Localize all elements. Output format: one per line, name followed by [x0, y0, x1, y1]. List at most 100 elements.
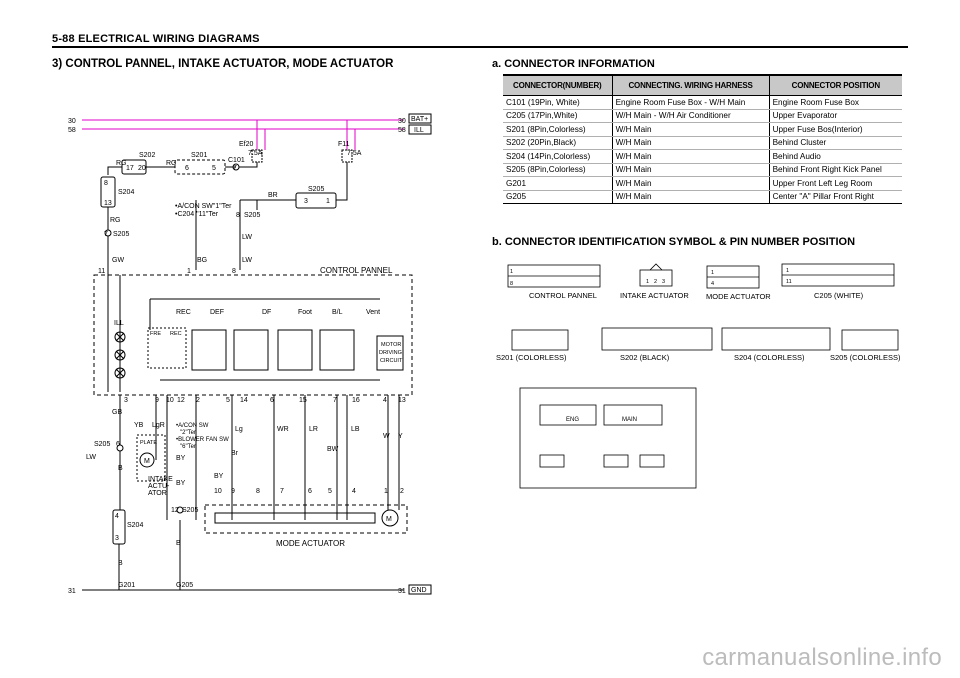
fuse-ef20: Ef20 [239, 141, 254, 148]
page-header: 5-88 ELECTRICAL WIRING DIAGRAMS [52, 33, 260, 45]
s205-lower-label: S205 [182, 507, 198, 514]
c101-pin: 7 [233, 165, 237, 172]
s201-pin-b: 5 [212, 165, 216, 172]
wire-y: Y [398, 433, 403, 440]
fuse-f11: F11 [338, 141, 350, 148]
col-harness: CONNECTING. WIRING HARNESS [611, 74, 770, 96]
bus-30-left: 30 [68, 118, 76, 125]
table-row: G201 W/H Main Upper Front Left Leg Room [503, 176, 902, 191]
note-blower-4: "6"Ter [180, 444, 196, 450]
connector-info-table: CONNECTOR(NUMBER) CONNECTING. WIRING HAR… [503, 74, 902, 204]
led-def: DEF [210, 309, 224, 316]
mode-ident-pin-row2: 4 [711, 281, 714, 287]
motor-label-1: MOTOR [381, 342, 401, 348]
section-title: 3) CONTROL PANNEL, INTAKE ACTUATOR, MODE… [52, 58, 394, 70]
mode-pin-9: 9 [231, 488, 235, 495]
wire-wr: WR [277, 426, 289, 433]
ill-label: ILL [414, 127, 424, 134]
pin-bottom-16: 16 [352, 397, 360, 404]
fusebox-main: MAIN [622, 417, 637, 423]
s205-left-label: S205 [94, 441, 110, 448]
s204-label: S204 [118, 189, 134, 196]
wire-rg-1: RG [116, 160, 127, 167]
s204-pin-b: 13 [104, 200, 112, 207]
s205-pin-b: 1 [326, 198, 330, 205]
cell: G201 [503, 176, 613, 191]
cp-pin-row1: 1 [510, 269, 513, 275]
fusebox-eng: ENG [566, 417, 579, 423]
connector-info-title: a. CONNECTOR INFORMATION [492, 58, 655, 70]
wire-lgr: LgR [152, 422, 165, 429]
wire-br: BR [268, 192, 278, 199]
cell: W/H Main [611, 190, 770, 204]
s201-pin-a: 6 [185, 165, 189, 172]
s204-pin-a: 8 [104, 180, 108, 187]
led-vent: Vent [366, 309, 380, 316]
table-row: S204 (14Pin,Colorless) W/H Main Behind A… [503, 149, 902, 164]
pin-top-8: 8 [232, 268, 236, 275]
bat-label: BAT+ [411, 116, 428, 123]
pin-bottom-12: 12 [177, 397, 185, 404]
s202-pin-a: 17 [126, 165, 134, 172]
cell: W/H Main - W/H Air Conditioner [611, 109, 770, 123]
intake-label-1: INTAKE [148, 476, 173, 483]
s205-side-pin: 7 [104, 231, 108, 238]
wire-lw-3: LW [86, 454, 96, 461]
s205-lower-pin: 12 [171, 507, 179, 514]
cell: Upper Fuse Bos(Interior) [768, 122, 902, 137]
ident-label-control-panel: CONTROL PANNEL [529, 291, 597, 300]
note-acon-1: •A/CON SW"1"Ter [175, 203, 232, 210]
g205-label: G205 [176, 582, 193, 589]
pin-bottom-2: 2 [196, 397, 200, 404]
s202-label: S202 [139, 152, 155, 159]
s205-left-pin: 6 [116, 441, 120, 448]
pin-top-1: 1 [187, 268, 191, 275]
wire-bw: BW [327, 446, 339, 453]
ident-label-s202: S202 (BLACK) [620, 353, 670, 362]
cell: Behind Cluster [768, 136, 902, 150]
cp-pin-row2: 8 [510, 281, 513, 287]
s204-lower-pin-a: 4 [115, 513, 119, 520]
s205-label-top: S205 [308, 186, 324, 193]
mode-pin-7: 7 [280, 488, 284, 495]
table-row: G205 W/H Main Center "A" Pillar Front Ri… [503, 190, 902, 204]
col-connector: CONNECTOR(NUMBER) [503, 74, 613, 96]
bus-30-right: 30 [398, 118, 406, 125]
intake-motor-m: M [144, 458, 150, 465]
pin-bottom-7: 7 [333, 397, 337, 404]
ident-label-s201: S201 (COLORLESS) [496, 353, 567, 362]
cell: C205 (17Pin,White) [503, 109, 613, 123]
note-blower-2: "2"Ter [180, 430, 196, 436]
s205-upper-pin: 8 [236, 212, 240, 219]
mode-pin-10: 10 [214, 488, 222, 495]
cell: Engine Room Fuse Box - W/H Main [611, 95, 770, 110]
cell: Engine Room Fuse Box [768, 95, 902, 110]
table-row: S201 (8Pin,Colorless) W/H Main Upper Fus… [503, 122, 902, 137]
wire-b-3: B [176, 540, 181, 547]
note-blower-3: •BLOWER FAN SW [176, 437, 229, 443]
ident-label-c205: C205 (WHITE) [814, 291, 864, 300]
pin-bottom-13: 13 [398, 397, 406, 404]
wire-w: W [383, 433, 390, 440]
cell: W/H Main [611, 122, 770, 137]
c101-label: C101 [228, 157, 245, 164]
mode-ident-pin-row1: 1 [711, 270, 714, 276]
wire-gb: GB [112, 409, 122, 416]
fuse-f11-rating: 7.5A [347, 150, 362, 157]
c205-pin-row1: 1 [786, 268, 789, 274]
mode-pin-5: 5 [328, 488, 332, 495]
motor-label-2: DRIVING [379, 350, 402, 356]
pin-bottom-14: 14 [240, 397, 248, 404]
plate-label: PLATE [140, 440, 157, 446]
intake-pin-1: 1 [646, 279, 649, 285]
table-row: C101 (19Pin, White) Engine Room Fuse Box… [503, 95, 902, 110]
intake-pin-3: 3 [662, 279, 665, 285]
wire-bg: BG [197, 257, 207, 264]
wire-yb: YB [134, 422, 144, 429]
cell: Upper Front Left Leg Room [768, 176, 902, 191]
pin-bottom-9: 9 [155, 397, 159, 404]
fuse-ef20-rating: 7.5A [248, 150, 263, 157]
ident-label-mode: MODE ACTUATOR [706, 292, 771, 301]
wire-by-3: BY [176, 480, 186, 487]
table-row: C205 (17Pin,White) W/H Main - W/H Air Co… [503, 109, 902, 123]
